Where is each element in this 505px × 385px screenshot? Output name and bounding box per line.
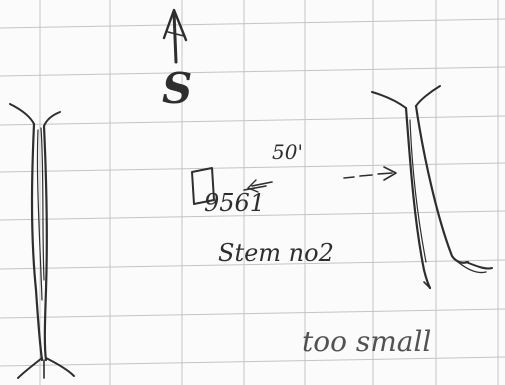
dashed-arrow-icon xyxy=(343,166,397,181)
reference-number-label: 9561 xyxy=(204,189,266,217)
square-marker-icon xyxy=(191,167,215,205)
north-label: S xyxy=(162,64,193,113)
left-tree-trunk xyxy=(9,103,75,379)
right-tree-trunk xyxy=(371,85,493,290)
short-arrow-icon xyxy=(243,179,273,193)
north-arrow-icon xyxy=(162,8,188,64)
distance-label: 50' xyxy=(272,140,303,164)
stem-label: Stem no2 xyxy=(218,239,334,267)
note-label: too small xyxy=(302,325,432,358)
